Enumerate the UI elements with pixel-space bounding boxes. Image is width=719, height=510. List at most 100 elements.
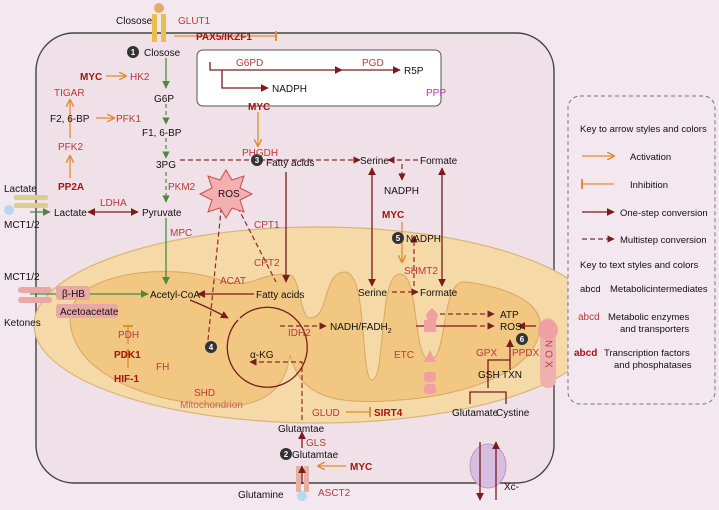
legend-factor-desc-1: Transcription factors: [604, 348, 690, 359]
arrow-glutamate-akg: [249, 358, 303, 420]
ros-burst: [198, 169, 254, 219]
label-glut1: GLUT1: [178, 16, 211, 27]
etc-complexes: [424, 308, 438, 394]
label-ros-burst: ROS: [218, 189, 240, 200]
label-myc-phgdh: MYC: [248, 102, 270, 113]
step-number-2: 2: [284, 450, 289, 459]
step-marker-5: [392, 232, 404, 244]
acetoacetate-badge: [56, 304, 118, 318]
glutamate-cystine-link: [469, 391, 507, 404]
label-serine-mito: Serine: [358, 288, 387, 299]
step-number-4: 4: [209, 343, 214, 352]
label-nadph-cyt: NADPH: [384, 186, 419, 197]
label-glutamtae-b: Glutamtae: [292, 450, 339, 461]
label-asct2: ASCT2: [318, 488, 351, 499]
label-cystine: Cystine: [496, 408, 530, 419]
label-lactate-out: Lactate: [4, 184, 37, 195]
ppp-box: [196, 49, 442, 107]
label-glud: GLUD: [312, 408, 340, 419]
arrow-ros-fa: [233, 199, 277, 283]
mitochondrion-cristae: [69, 271, 541, 407]
nox-complex: [538, 318, 558, 388]
step-marker-1: [127, 46, 139, 58]
step-marker-6: [516, 333, 528, 345]
label-serine-cyt: Serine: [360, 156, 389, 167]
label-acetoacetate: Acetoacetate: [60, 307, 119, 318]
step-number-1: 1: [131, 48, 136, 57]
legend-sample-factor: abcd: [574, 348, 597, 359]
label-pax5-ikzf1: PAX5/IKZF1: [196, 32, 252, 43]
label-glutamtae-a: Glutamtae: [278, 424, 325, 435]
label-pgd: PGD: [362, 58, 384, 69]
label-tigar: TIGAR: [54, 88, 85, 99]
legend-arrow-title: Key to arrow styles and colors: [580, 124, 707, 135]
label-cpt1: CPT1: [254, 220, 280, 231]
label-myc-hk2: MYC: [80, 72, 102, 83]
label-acat: ACAT: [220, 276, 246, 287]
legend-box: [567, 95, 716, 405]
label-nox: NOX: [543, 340, 554, 371]
label-pyruvate: Pyruvate: [142, 208, 182, 219]
label-atp: ATP: [500, 310, 519, 321]
label-3pg: 3PG: [156, 160, 176, 171]
label-etc: ETC: [394, 350, 414, 361]
step-number-5: 5: [396, 234, 401, 243]
label-myc-asct2: MYC: [350, 462, 372, 473]
label-shmt2: SHMT2: [404, 266, 438, 277]
label-pkm2: PKM2: [168, 182, 196, 193]
label-mct12-b: MCT1/2: [4, 272, 40, 283]
legend-enzyme-desc-1: Metabolic enzymes: [608, 312, 690, 323]
label-mitochondrion: Mitochondrion: [180, 400, 243, 411]
legend-inhibition-label: Inhibition: [630, 180, 668, 191]
label-akg: α-KG: [250, 350, 274, 361]
label-glutamate: Glutamate: [452, 408, 499, 419]
arrow-g6pd: [209, 62, 343, 74]
label-myc-shmt2: MYC: [382, 210, 404, 221]
legend-sample-enzyme: abcd: [578, 312, 600, 323]
asct2-transporter: [296, 466, 309, 501]
label-ppdx: PPDX: [512, 348, 540, 359]
label-mct12-a: MCT1/2: [4, 220, 40, 231]
glut1-transporter: [152, 3, 166, 42]
arrow-acetylcoa-tca: [189, 299, 229, 319]
arrow-nadph-ppp: [221, 70, 269, 92]
label-ldha: LDHA: [100, 198, 127, 209]
label-idh2: IDH2: [288, 328, 311, 339]
label-ketones: Ketones: [4, 318, 41, 329]
arrow-gsh-ros: [487, 339, 514, 388]
bhb-badge: [56, 286, 90, 300]
label-pfk1: PFK1: [116, 114, 141, 125]
label-pp2a: PP2A: [58, 182, 84, 193]
label-f26bp: F2, 6-BP: [50, 114, 90, 125]
label-phgdh: PHGDH: [242, 148, 278, 159]
label-formate-mito: Formate: [420, 288, 458, 299]
legend-factor-desc-2: and phosphatases: [614, 360, 692, 371]
label-ros-mito: ROS: [500, 322, 522, 333]
label-txn: TXN: [502, 370, 522, 381]
label-xc: Xc-: [504, 482, 519, 493]
label-acetyl-coa: Acetyl-CoA: [150, 290, 200, 301]
step-marker-2: [280, 448, 292, 460]
label-fatty-acids-cyt: Fatty acids: [266, 158, 314, 169]
label-bhb: β-HB: [62, 289, 85, 300]
label-hk2: HK2: [130, 72, 150, 83]
legend-multi-step-label: Multistep conversion: [620, 235, 707, 246]
step-number-6: 6: [520, 335, 525, 344]
legend-text-title: Key to text styles and colors: [580, 260, 699, 271]
label-formate-cyt: Formate: [420, 156, 458, 167]
legend-sample-metabolite: abcd: [580, 284, 601, 295]
label-closose-out: Closose: [116, 16, 153, 27]
label-pdk1: PDK1: [114, 350, 141, 361]
lactate-transporter: [4, 195, 48, 215]
legend-one-step-label: One-step conversion: [620, 208, 708, 219]
label-fh: FH: [156, 362, 169, 373]
label-nadph-ppp: NADPH: [272, 84, 307, 95]
tca-cycle: [226, 306, 308, 388]
label-g6pd: G6PD: [236, 58, 263, 69]
step-marker-3: [251, 154, 263, 166]
label-gsh: GSH: [478, 370, 500, 381]
label-sirt4: SIRT4: [374, 408, 403, 419]
label-hif1: HIF-1: [114, 374, 139, 385]
